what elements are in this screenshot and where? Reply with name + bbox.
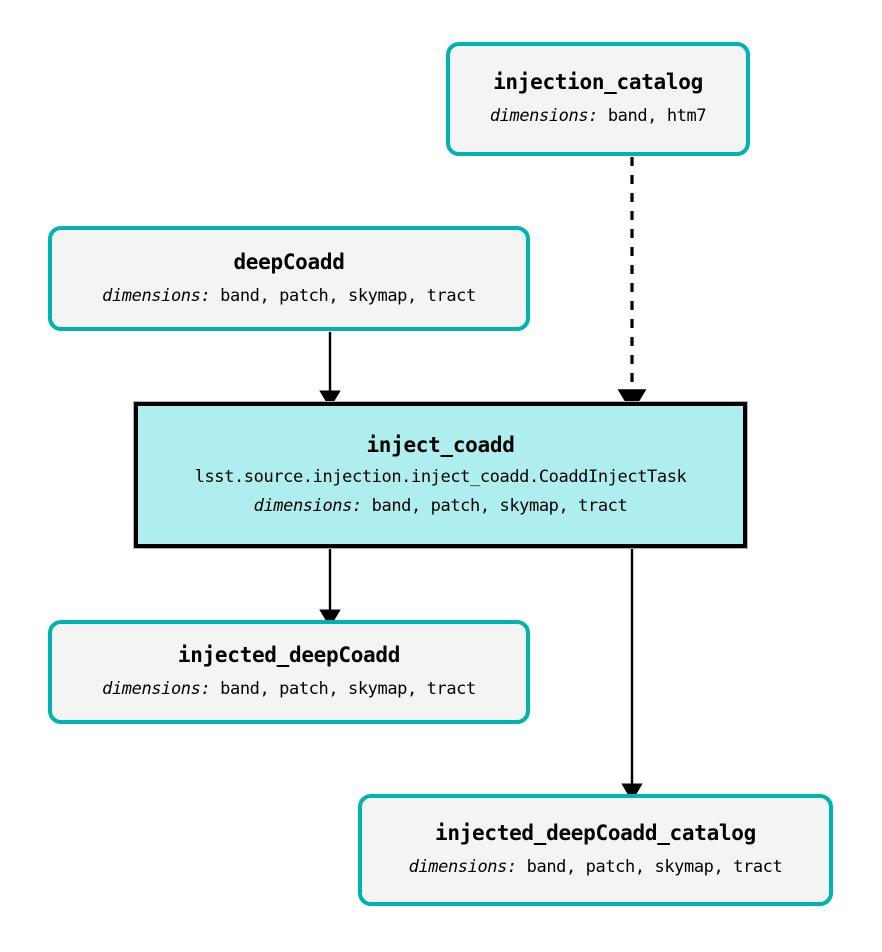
dimensions-value: band, htm7 bbox=[598, 106, 707, 127]
dimensions-label: dimensions: bbox=[102, 679, 211, 700]
node-title: injection_catalog bbox=[493, 70, 703, 95]
node-inject-coadd[interactable]: inject_coadd lsst.source.injection.injec… bbox=[134, 402, 747, 548]
dimensions-label: dimensions: bbox=[102, 285, 211, 306]
node-title: deepCoadd bbox=[233, 249, 345, 274]
dimensions-value: band, patch, skymap, tract bbox=[210, 679, 476, 700]
dimensions-label: dimensions: bbox=[408, 857, 518, 878]
node-dimensions: dimensions: band, patch, skymap, tract bbox=[408, 857, 783, 878]
node-injected-deepcoadd-catalog[interactable]: injected_deepCoadd_catalog dimensions: b… bbox=[358, 794, 833, 906]
dimensions-value: band, patch, skymap, tract bbox=[361, 495, 628, 516]
dimensions-label: dimensions: bbox=[489, 106, 599, 127]
node-dimensions: dimensions: band, htm7 bbox=[489, 106, 707, 127]
node-dimensions: dimensions: band, patch, skymap, tract bbox=[102, 285, 476, 307]
node-class-path: lsst.source.injection.inject_coadd.Coadd… bbox=[194, 467, 687, 487]
node-title: injected_deepCoadd bbox=[177, 643, 401, 668]
node-injected-deepcoadd[interactable]: injected_deepCoadd dimensions: band, pat… bbox=[48, 620, 530, 724]
node-injection-catalog[interactable]: injection_catalog dimensions: band, htm7 bbox=[446, 42, 750, 156]
node-dimensions: dimensions: band, patch, skymap, tract bbox=[102, 679, 476, 700]
dimensions-value: band, patch, skymap, tract bbox=[210, 285, 476, 306]
node-dimensions: dimensions: band, patch, skymap, tract bbox=[253, 495, 628, 517]
node-title: inject_coadd bbox=[366, 432, 515, 457]
node-title: injected_deepCoadd_catalog bbox=[435, 821, 756, 846]
node-deepcoadd[interactable]: deepCoadd dimensions: band, patch, skyma… bbox=[48, 226, 530, 331]
dimensions-label: dimensions: bbox=[253, 495, 363, 516]
dimensions-value: band, patch, skymap, tract bbox=[516, 857, 783, 878]
